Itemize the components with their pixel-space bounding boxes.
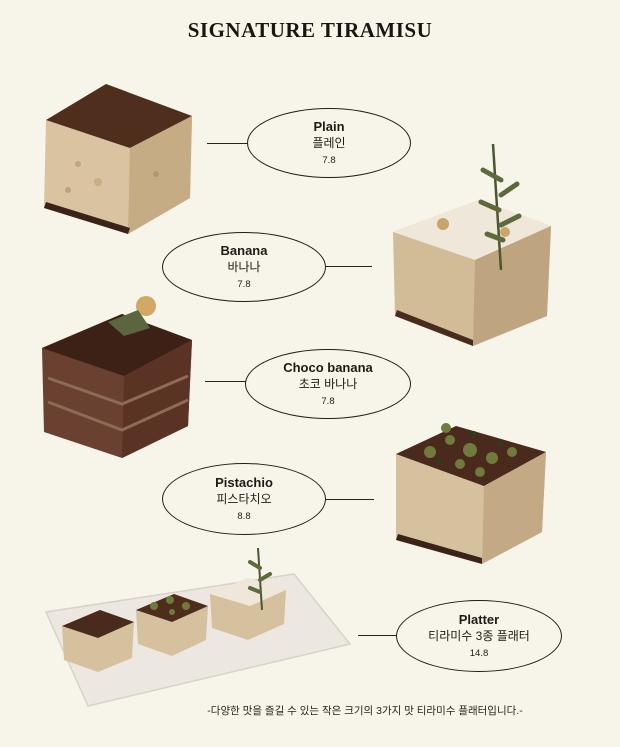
- banana-name-ko: 바나나: [227, 260, 261, 274]
- platter-leader-line: [358, 635, 408, 637]
- choco-banana-price: 7.8: [321, 396, 335, 407]
- platter-tiramisu-image: [44, 548, 354, 710]
- choco-banana-tiramisu-image: [38, 292, 198, 460]
- platter-footnote: -다양한 맛을 즐길 수 있는 작은 크기의 3가지 맛 티라미수 플래터입니다…: [207, 705, 523, 717]
- menu-item-plain: Plain 플레인 7.8: [247, 108, 411, 178]
- pistachio-leader-line: [324, 499, 374, 501]
- choco-banana-name-en: Choco banana: [283, 360, 373, 375]
- plain-price: 7.8: [322, 155, 336, 166]
- menu-item-platter: Platter 티라미수 3종 플래터 14.8: [396, 600, 562, 672]
- platter-name-ko: 티라미수 3종 플래터: [428, 629, 530, 643]
- plain-tiramisu-image: [38, 78, 198, 238]
- menu-item-pistachio: Pistachio 피스타치오 8.8: [162, 463, 326, 535]
- banana-name-en: Banana: [220, 243, 268, 258]
- pistachio-tiramisu-image: [390, 402, 550, 567]
- menu-item-choco-banana: Choco banana 초코 바나나 7.8: [245, 349, 411, 419]
- menu-item-banana: Banana 바나나 7.8: [162, 232, 326, 302]
- banana-price: 7.8: [237, 279, 251, 290]
- platter-price: 14.8: [469, 648, 489, 659]
- pistachio-name-en: Pistachio: [215, 475, 273, 490]
- pistachio-name-ko: 피스타치오: [216, 492, 272, 506]
- pistachio-price: 8.8: [237, 511, 251, 522]
- choco-banana-leader-line: [205, 381, 255, 383]
- menu-title: SIGNATURE TIRAMISU: [187, 18, 433, 42]
- plain-name-en: Plain: [313, 119, 345, 134]
- platter-name-en: Platter: [458, 612, 500, 627]
- banana-leader-line: [320, 266, 372, 268]
- plain-leader-line: [207, 143, 259, 145]
- banana-tiramisu-image: [383, 140, 558, 350]
- plain-name-ko: 플레인: [312, 136, 346, 150]
- choco-banana-name-ko: 초코 바나나: [298, 377, 358, 391]
